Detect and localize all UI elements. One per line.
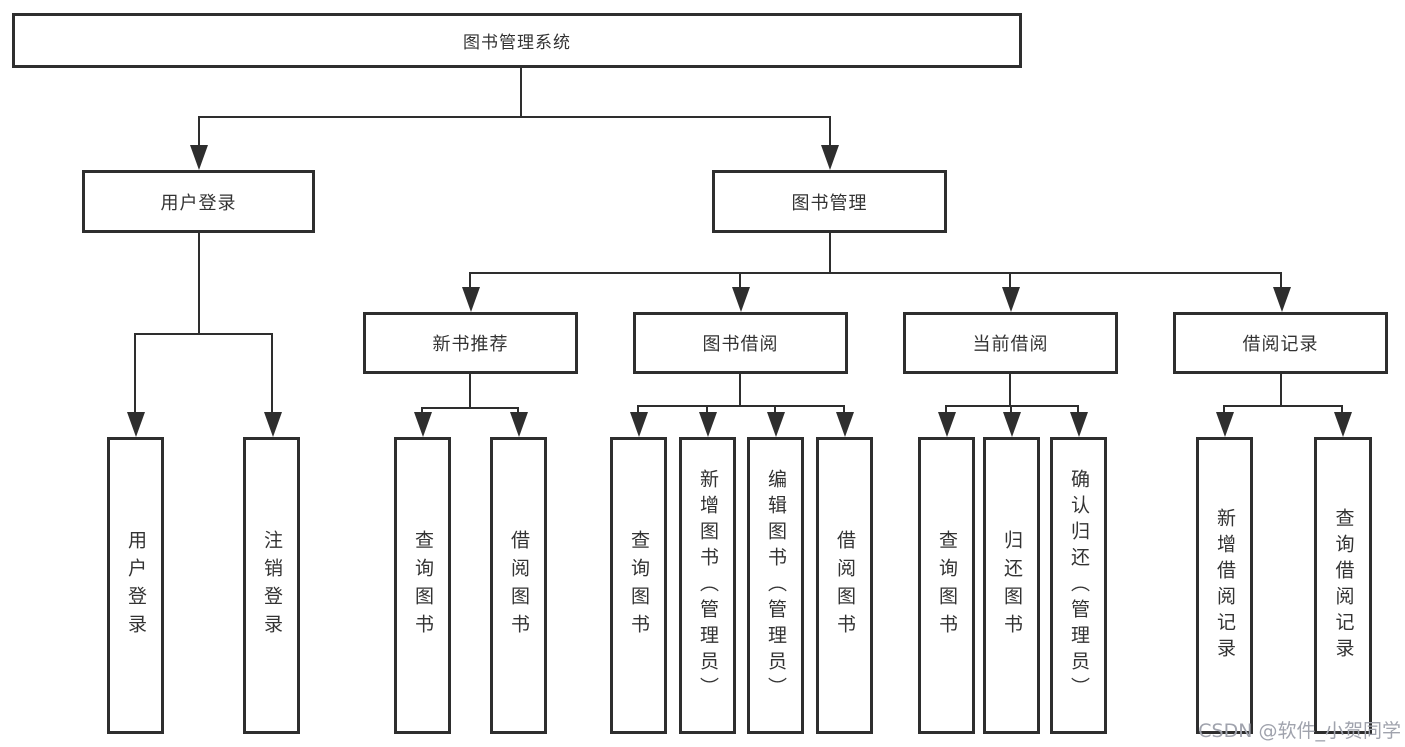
node-leaf-return-books: 归还图书 (983, 437, 1040, 734)
arrowhead-down-icon (938, 412, 956, 437)
connector-new-book-branch (421, 407, 519, 409)
connector-user-login-branch (134, 333, 273, 335)
node-leaf-logout: 注销登录 (243, 437, 300, 734)
connector-book-borrow-branch (637, 405, 845, 407)
arrowhead-down-icon (1003, 412, 1021, 437)
connector-root-stem (520, 68, 522, 118)
arrowhead-down-icon (1216, 412, 1234, 437)
node-leaf-confirm-return-admin: 确认归还（管理员） (1050, 437, 1107, 734)
node-user-login: 用户登录 (82, 170, 315, 233)
connector-user-login-stem (198, 233, 200, 334)
node-leaf-borrow-books-recommend: 借阅图书 (490, 437, 547, 734)
connector-book-borrow-stem (739, 374, 741, 407)
arrowhead-down-icon (1273, 287, 1291, 312)
node-leaf-query-books-borrow: 查询图书 (610, 437, 667, 734)
arrowhead-down-icon (699, 412, 717, 437)
connector-borrow-records-branch (1223, 405, 1343, 407)
arrowhead-down-icon (1070, 412, 1088, 437)
arrowhead-down-icon (414, 412, 432, 437)
arrowhead-down-icon (732, 287, 750, 312)
connector-to-current-borrow (1009, 273, 1011, 291)
csdn-watermark: CSDN @软件_小贺同学 (1198, 720, 1401, 742)
node-book-borrow: 图书借阅 (633, 312, 848, 374)
node-borrow-records: 借阅记录 (1173, 312, 1388, 374)
connector-borrow-records-stem (1280, 374, 1282, 407)
node-book-management: 图书管理 (712, 170, 947, 233)
connector-book-mgmt-stem (829, 233, 831, 273)
connector-book-mgmt-branch (469, 272, 1282, 274)
arrowhead-down-icon (630, 412, 648, 437)
node-leaf-query-books-current: 查询图书 (918, 437, 975, 734)
arrowhead-down-icon (462, 287, 480, 312)
arrowhead-down-icon (1334, 412, 1352, 437)
connector-new-book-stem (469, 374, 471, 408)
node-leaf-edit-books-admin: 编辑图书（管理员） (747, 437, 804, 734)
node-leaf-borrow-books: 借阅图书 (816, 437, 873, 734)
connector-to-new-book (469, 273, 471, 291)
connector-to-book-management (829, 117, 831, 149)
node-library-management-system: 图书管理系统 (12, 13, 1022, 68)
arrowhead-down-icon (1002, 287, 1020, 312)
connector-to-user-login (198, 117, 200, 149)
node-leaf-add-books-admin: 新增图书（管理员） (679, 437, 736, 734)
node-leaf-user-login: 用户登录 (107, 437, 164, 734)
arrowhead-down-icon (127, 412, 145, 437)
connector-current-borrow-stem (1009, 374, 1011, 407)
node-leaf-query-books-recommend: 查询图书 (394, 437, 451, 734)
node-new-book-recommend: 新书推荐 (363, 312, 578, 374)
node-leaf-query-borrow-record: 查询借阅记录 (1314, 437, 1372, 734)
arrowhead-down-icon (836, 412, 854, 437)
connector-to-borrow-records (1280, 273, 1282, 291)
connector-to-book-borrow (739, 273, 741, 291)
connector-to-leaf (134, 334, 136, 419)
arrowhead-down-icon (821, 145, 839, 170)
arrowhead-down-icon (264, 412, 282, 437)
arrowhead-down-icon (190, 145, 208, 170)
connector-to-leaf (271, 334, 273, 419)
node-leaf-add-borrow-record: 新增借阅记录 (1196, 437, 1253, 734)
connector-root-branch (198, 116, 831, 118)
connector-current-borrow-branch (945, 405, 1079, 407)
arrowhead-down-icon (510, 412, 528, 437)
arrowhead-down-icon (767, 412, 785, 437)
node-current-borrow: 当前借阅 (903, 312, 1118, 374)
